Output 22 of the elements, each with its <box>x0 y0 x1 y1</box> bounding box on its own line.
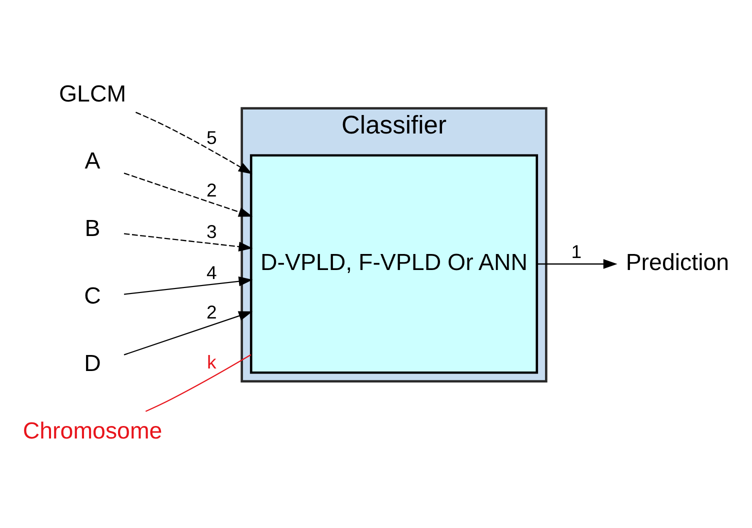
connector <box>145 354 252 412</box>
arrow <box>536 259 618 269</box>
edge-label: 2 <box>206 179 217 200</box>
edge-label: 3 <box>206 221 217 242</box>
node-text: Chromosome <box>22 417 162 444</box>
arrow <box>124 311 253 356</box>
node-text: A <box>84 148 100 174</box>
node-text: GLCM <box>59 80 126 106</box>
edge-label: 4 <box>206 262 217 283</box>
arrow <box>136 112 252 174</box>
node-box: D-VPLD, F-VPLD Or ANN <box>250 154 538 374</box>
node-text: B <box>84 215 100 242</box>
edge-label: 2 <box>206 301 217 322</box>
node-text: C <box>84 282 101 308</box>
edge-label: 5 <box>206 127 217 148</box>
arrow <box>124 233 253 252</box>
arrow <box>124 172 253 217</box>
node-text: D <box>84 350 101 376</box>
edge-label: k <box>206 351 216 372</box>
node-text: Prediction <box>626 248 730 275</box>
edge-label: 1 <box>571 240 582 262</box>
arrow <box>124 276 253 295</box>
